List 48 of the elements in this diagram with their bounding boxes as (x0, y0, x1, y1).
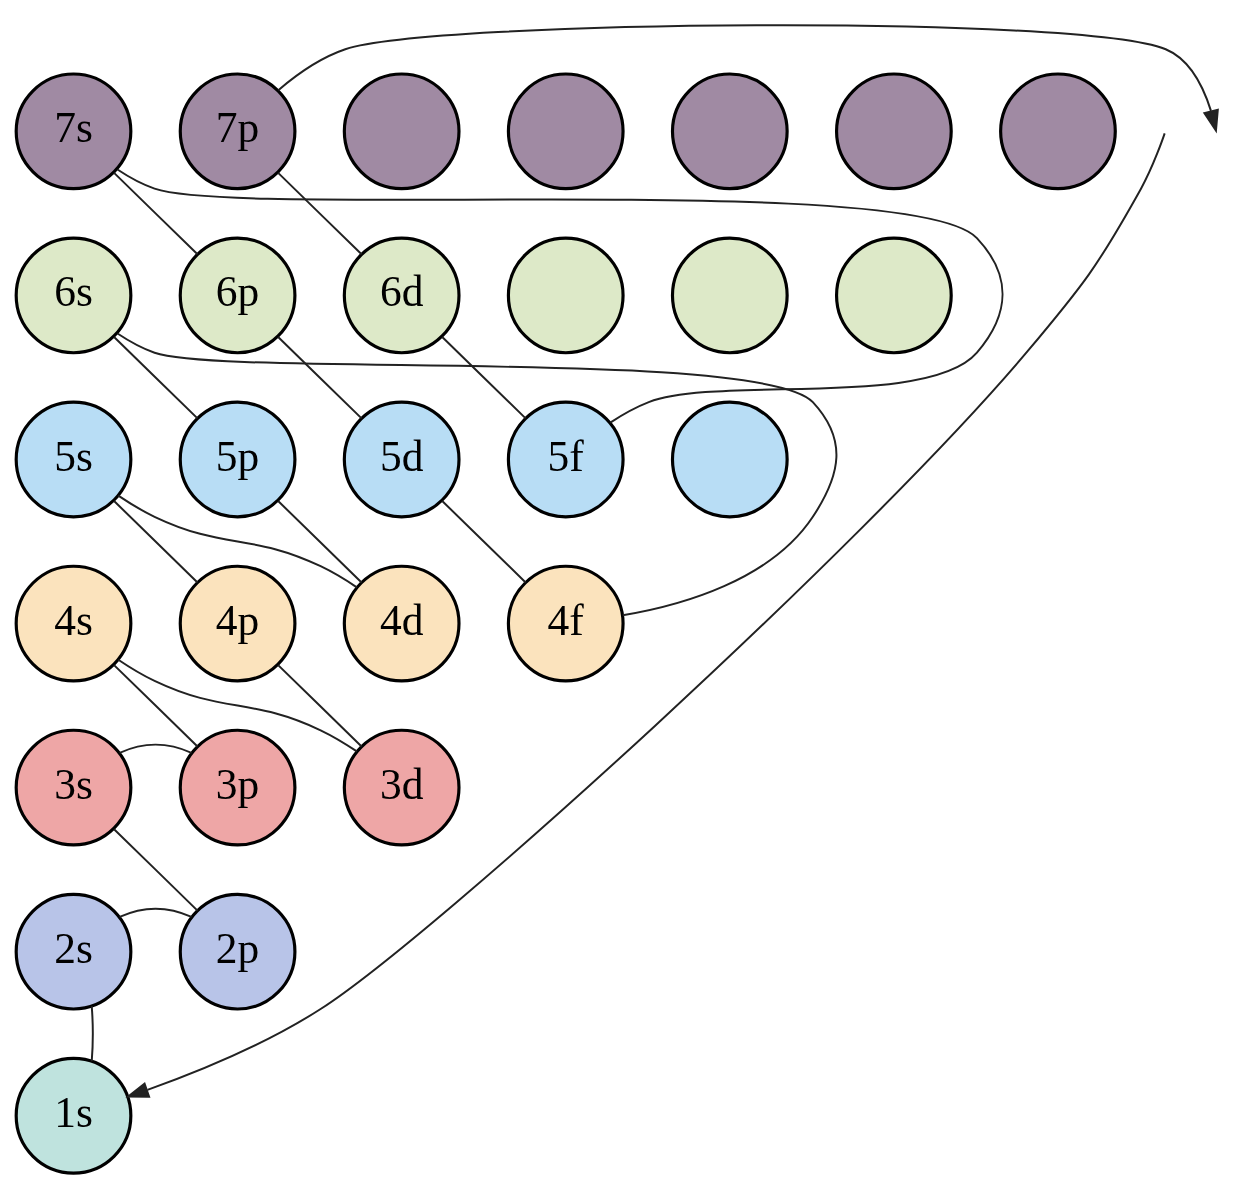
node-circle (999, 72, 1117, 191)
node-circle: 1s (14, 1056, 133, 1175)
node-circle (670, 72, 789, 191)
node-circle (670, 400, 789, 519)
node-circle: 2s (14, 892, 133, 1011)
connector (277, 335, 363, 420)
node-circle: 3d (342, 728, 461, 847)
node-circle (834, 72, 953, 191)
connector (116, 332, 838, 617)
node-circle: 3s (14, 728, 133, 847)
connector (441, 500, 527, 584)
connector (113, 500, 199, 584)
connector (118, 743, 193, 754)
node-circle: 3p (178, 728, 297, 847)
node-circle: 5f (506, 400, 625, 519)
node-circle: 5s (14, 400, 133, 519)
connector (118, 907, 193, 918)
node-circle (342, 72, 461, 191)
node-circle: 5p (178, 400, 297, 519)
node-circle: 4s (14, 564, 133, 683)
node-circle: 7s (14, 72, 133, 191)
connector (113, 335, 199, 420)
connector (117, 494, 358, 589)
node-circle (670, 236, 789, 355)
node-circle: 5d (342, 400, 461, 519)
node-circle: 4p (178, 564, 297, 683)
node-circle (834, 236, 953, 355)
connector (90, 1005, 94, 1063)
node-circle (506, 236, 625, 355)
node-circle: 6s (14, 236, 133, 355)
node-circle (506, 72, 625, 191)
connector (277, 500, 363, 584)
connector (277, 171, 363, 256)
arrow (125, 132, 1166, 1098)
node-circle: 6p (178, 236, 297, 355)
connector (277, 664, 363, 748)
connector (441, 335, 527, 420)
connector (113, 828, 199, 912)
node-circle: 6d (342, 236, 461, 355)
connector (113, 171, 199, 256)
node-circle: 4d (342, 564, 461, 683)
connector (113, 664, 199, 748)
connector (116, 168, 1004, 424)
node-circle: 2p (178, 892, 297, 1011)
node-circle: 7p (178, 72, 297, 191)
connector (117, 658, 358, 753)
node-circle: 4f (506, 564, 625, 683)
arrow (277, 24, 1219, 134)
